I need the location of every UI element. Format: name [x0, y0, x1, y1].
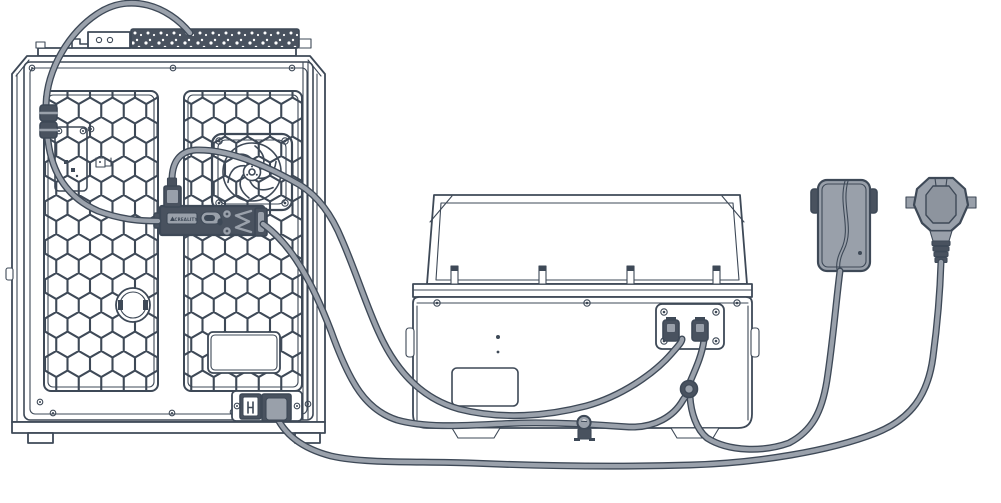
inline-connector-barrels [38, 104, 59, 139]
power-inlet-assembly [231, 390, 303, 422]
power-adapter [810, 178, 878, 273]
box-latch-right [750, 327, 760, 358]
cable-chain [130, 28, 300, 49]
cable-clip-glyph [234, 209, 253, 234]
clip-icon [95, 157, 112, 168]
cable-tie-clip [574, 414, 595, 441]
hub-logo-text: CREALITY [174, 217, 197, 222]
rect-cutout [207, 331, 281, 374]
hub-logo: CREALITY [166, 212, 198, 225]
printer-base [11, 421, 326, 434]
box-foot-left [451, 427, 501, 439]
dc-grommet [679, 379, 699, 399]
box-hinge-bar [412, 283, 753, 298]
mains-plug [905, 176, 977, 264]
printer-foot-left [27, 432, 54, 444]
printer-top-wall [37, 47, 297, 57]
hex-vent-left [43, 90, 159, 392]
printer-rear: CREALITY [5, 28, 326, 444]
chain-mount-step [71, 38, 89, 49]
box-latch-left [405, 327, 415, 358]
adapter-hub: CREALITY [153, 204, 268, 237]
lid-pins [450, 265, 721, 285]
round-filament-port [115, 287, 151, 323]
box-recess [451, 367, 519, 407]
box-lid-open [426, 194, 748, 285]
chain-bracket [87, 31, 131, 49]
iec-socket [261, 393, 292, 422]
power-switch[interactable] [239, 393, 262, 420]
usb-connector-on-hub [163, 177, 182, 208]
box-foot-right [670, 427, 720, 439]
side-nub [5, 267, 14, 281]
accessory-box [405, 194, 760, 439]
port-plugs [662, 317, 709, 342]
